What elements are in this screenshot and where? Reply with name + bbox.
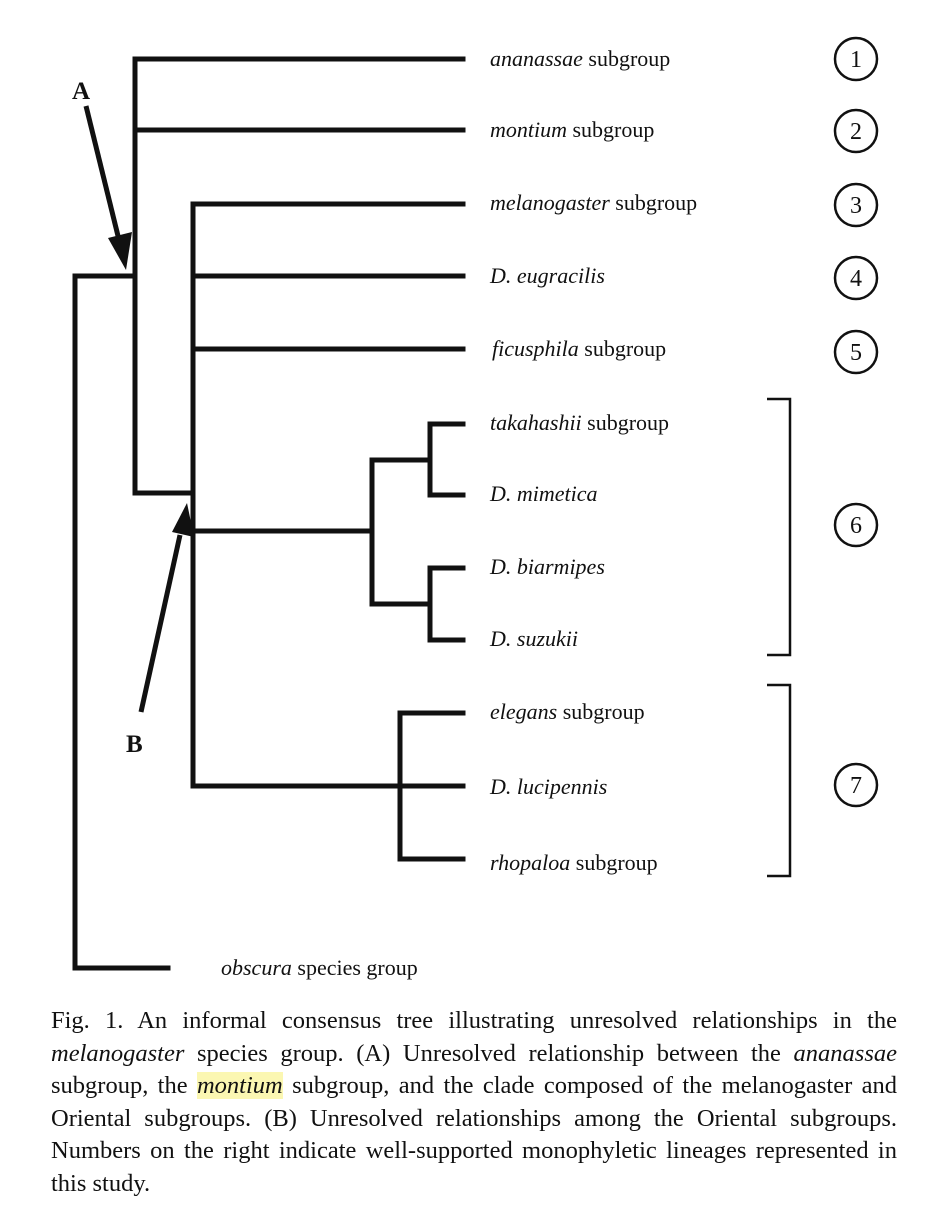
arrow-b [138,534,183,713]
branch-root [72,273,171,971]
svg-text:1: 1 [850,47,862,73]
taxon-label-takahashii: takahashii subgroup [490,410,669,435]
branch-takahashii-mimetica [369,421,466,498]
taxon-label-obscura: obscura species group [221,955,418,980]
svg-text:5: 5 [850,340,862,366]
lineage-marker-5: 5 [833,329,879,375]
svg-text:6: 6 [850,513,862,539]
taxon-label-mimetica: D. mimetica [489,481,598,506]
taxon-label-melanogaster: melanogaster subgroup [490,190,697,215]
highlighted-term: montium [196,1072,283,1100]
bracket-lineage-6 [767,397,792,657]
arrow-a-head [108,232,132,270]
lineage-marker-7: 7 [833,762,879,808]
svg-text:7: 7 [850,773,862,799]
taxon-label-suzukii: D. suzukii [489,626,578,651]
node-label-a: A [72,78,90,105]
taxon-label-elegans: elegans subgroup [490,699,645,724]
svg-text:4: 4 [850,266,862,292]
taxon-label-rhopaloa: rhopaloa subgroup [490,850,658,875]
figure-caption: Fig. 1. An informal consensus tree illus… [51,1007,898,1197]
taxon-label-eugracilis: D. eugracilis [489,263,605,288]
lineage-marker-1: 1 [833,36,879,82]
bracket-lineage-7 [767,683,792,878]
taxon-label-lucipennis: D. lucipennis [489,774,607,799]
branch-biarmipes-suzukii [369,565,466,643]
arrow-b-head [172,503,194,537]
lineage-marker-3: 3 [833,182,879,228]
svg-text:2: 2 [850,119,862,145]
phylogenetic-tree: A B ananassae subgroup montium subgroup … [72,36,879,980]
taxon-label-montium: montium subgroup [490,117,654,142]
svg-text:3: 3 [850,193,862,219]
node-label-b: B [126,731,143,758]
taxon-label-ficusphila: ficusphila subgroup [492,336,666,361]
lineage-marker-2: 2 [833,108,879,154]
lineage-marker-4: 4 [833,255,879,301]
taxon-label-biarmipes: D. biarmipes [489,554,605,579]
lineage-marker-6: 6 [833,502,879,548]
arrow-a [83,105,122,241]
taxon-label-ananassae: ananassae subgroup [490,46,670,71]
